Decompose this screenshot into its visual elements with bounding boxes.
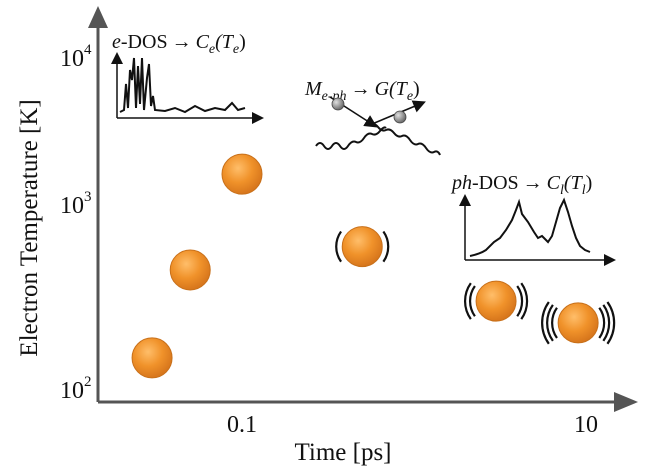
phdos-curve	[469, 197, 591, 257]
y-tick-label: 102	[60, 374, 92, 404]
particle-sphere	[131, 337, 173, 379]
particle-sphere	[557, 302, 599, 344]
vibration-arc	[382, 230, 390, 263]
electron-sphere-out	[393, 110, 407, 124]
vibration-arc	[541, 301, 550, 345]
particle-sphere	[169, 249, 211, 291]
particle	[335, 226, 390, 268]
x-tick-label: 0.1	[227, 412, 257, 438]
y-tick-label: 104	[60, 42, 92, 72]
electron-dos-inset: e-DOS→Ce(Te)	[111, 31, 264, 124]
phdos-label: ph-DOS→Cl(Tl)	[450, 172, 592, 198]
coupling-inset: Me-ph→G(Te)	[304, 78, 441, 156]
y-axis-arrowhead	[88, 6, 108, 28]
y-tick-labels: 104 103 102	[60, 42, 92, 404]
x-axis-arrowhead	[614, 392, 638, 412]
x-tick-label: 10	[574, 412, 598, 438]
particle	[169, 249, 211, 291]
edos-label: e-DOS→Ce(Te)	[112, 31, 246, 57]
edos-curve	[119, 57, 246, 114]
phonon-wave-out	[369, 122, 441, 156]
particles-layer	[131, 153, 616, 379]
vibration-arc	[464, 282, 472, 320]
vibration-arc	[602, 304, 611, 342]
particle	[541, 301, 616, 345]
particle-sphere	[475, 280, 517, 322]
electron-sphere-in	[331, 97, 345, 111]
vibration-arc	[606, 301, 616, 345]
x-tick-labels: 0.1 10	[227, 412, 598, 438]
vibration-arc	[335, 230, 342, 263]
particle	[464, 280, 529, 322]
particle	[221, 153, 263, 195]
vibration-arc	[520, 282, 529, 320]
particle-sphere	[341, 226, 383, 268]
vibration-arc	[551, 307, 558, 339]
particle	[131, 337, 173, 379]
y-tick-label: 103	[60, 189, 92, 219]
phonon-dos-inset: ph-DOS→Cl(Tl)	[450, 172, 616, 266]
particle-sphere	[221, 153, 263, 195]
y-axis-label: Electron Temperature [K]	[16, 99, 43, 356]
vibration-arc	[598, 307, 606, 339]
axes	[88, 6, 638, 412]
vibration-arc	[516, 285, 524, 317]
coupling-label: Me-ph→G(Te)	[304, 78, 420, 104]
vibration-arc	[546, 304, 554, 342]
x-axis-label: Time [ps]	[294, 439, 391, 466]
vibration-arc	[468, 285, 476, 317]
phonon-wave-in	[315, 126, 387, 150]
